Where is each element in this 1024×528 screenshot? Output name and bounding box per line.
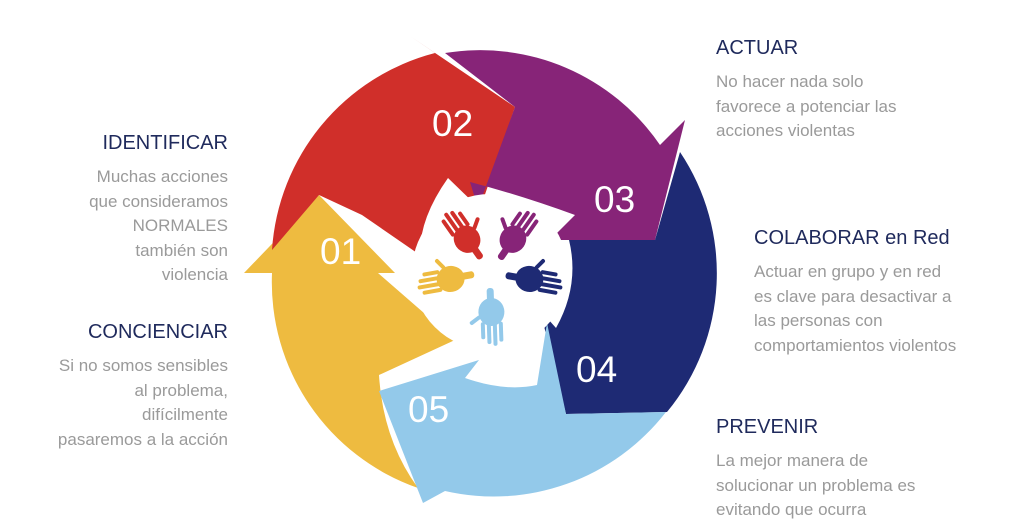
- step-description: Actuar en grupo y en red es clave para d…: [754, 262, 957, 355]
- step-description: La mejor manera de solucionar un problem…: [716, 451, 916, 519]
- cycle-arrow-04: [540, 152, 717, 414]
- step-number-01: 01: [320, 231, 361, 272]
- step-number-02: 02: [432, 103, 473, 144]
- cycle-arrow-03: [445, 50, 685, 240]
- step-prevenir: PREVENIR La mejor manera de solucionar u…: [716, 415, 1006, 523]
- step-concienciar: CONCIENCIAR Si no somos sensibles al pro…: [18, 320, 228, 452]
- step-actuar: ACTUAR No hacer nada solo favorece a pot…: [716, 36, 1006, 144]
- cycle-arrow-05: [379, 323, 666, 503]
- cycle-arrow-02: [272, 36, 515, 255]
- step-number-03: 03: [594, 179, 635, 220]
- step-number-05: 05: [408, 389, 449, 430]
- step-title: PREVENIR: [716, 416, 819, 438]
- step-title: IDENTIFICAR: [102, 132, 228, 154]
- step-title: ACTUAR: [716, 37, 799, 59]
- step-number-04: 04: [576, 349, 617, 390]
- step-colaborar: COLABORAR en Red Actuar en grupo y en re…: [754, 226, 1016, 358]
- step-title: CONCIENCIAR: [87, 321, 228, 343]
- cycle-arrow-01: [244, 195, 455, 488]
- step-identificar: IDENTIFICAR Muchas acciones que consider…: [28, 131, 228, 288]
- step-title: COLABORAR en Red: [754, 227, 950, 249]
- step-description: No hacer nada solo favorece a potenciar …: [716, 72, 897, 140]
- step-description: Muchas acciones que consideramos NORMALE…: [89, 167, 228, 284]
- hands-icon: [417, 210, 563, 346]
- step-description: Si no somos sensibles al problema, difíc…: [57, 356, 228, 449]
